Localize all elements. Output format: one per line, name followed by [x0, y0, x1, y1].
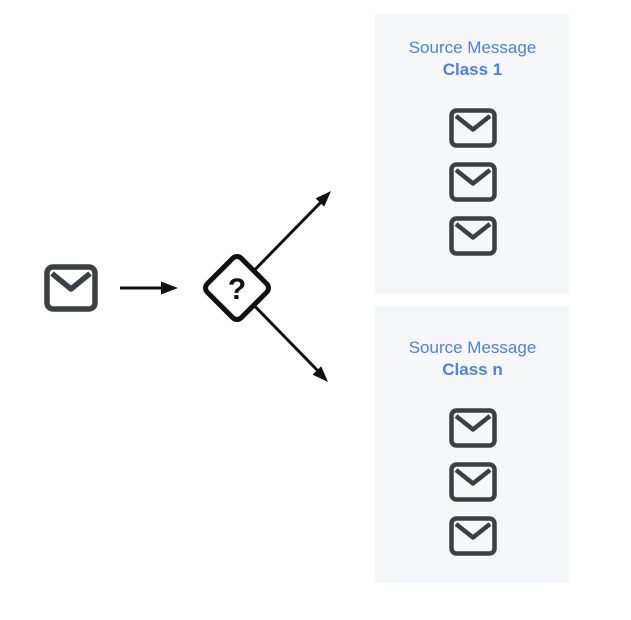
mail-icon [448, 162, 497, 202]
mail-icon [448, 462, 497, 502]
mail-icon [448, 108, 497, 148]
panel-title-line: Source Message [408, 38, 537, 57]
mail-icon [448, 216, 497, 256]
panel-class-label: Class 1 [442, 60, 503, 79]
panel-title-line: Source Message [408, 338, 537, 357]
class-1-panel: Source Message Class 1 [375, 14, 570, 294]
mail-icon [448, 408, 497, 448]
class-1-message-list [375, 108, 570, 256]
mail-icon [448, 516, 497, 556]
class-n-panel: Source Message Class n [375, 306, 570, 583]
question-diamond-icon: ? [203, 254, 271, 322]
arrow-right-icon [120, 281, 178, 295]
class-n-message-list [375, 408, 570, 556]
mail-icon [44, 264, 98, 312]
class-n-panel-title: Source Message Class n [375, 306, 570, 381]
class-1-panel-title: Source Message Class 1 [375, 14, 570, 81]
panel-class-label: Class n [442, 360, 503, 379]
decision-question-mark: ? [228, 273, 246, 306]
